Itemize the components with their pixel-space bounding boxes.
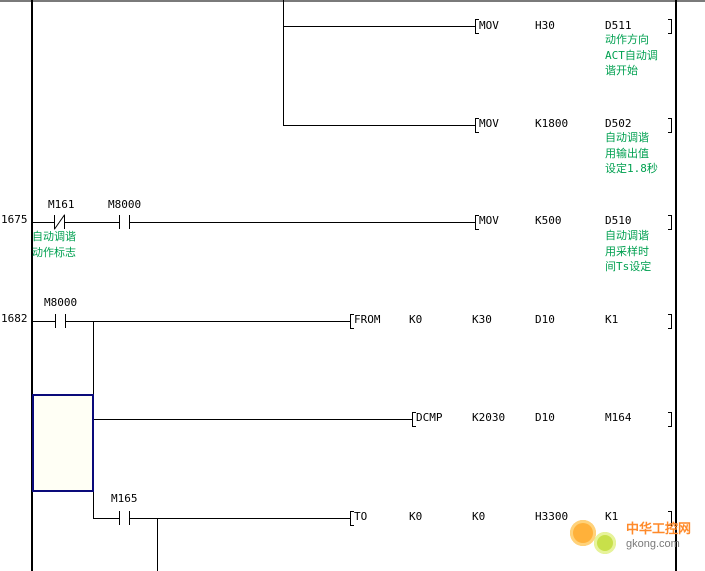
operand: K1	[605, 510, 619, 523]
device-comment: 自动调谐用输出值设定1.8秒	[605, 131, 658, 175]
contact-device: M8000	[108, 198, 142, 211]
operand: D511	[605, 19, 632, 32]
operand: K0	[472, 510, 486, 523]
contact-comment: 自动调谐动作标志	[32, 230, 76, 259]
operand: K500	[535, 214, 562, 227]
operand: H30	[535, 19, 555, 32]
instruction-open-bracket	[350, 511, 354, 526]
instruction-close-bracket	[668, 19, 672, 34]
branch-vertical	[157, 518, 158, 571]
operand: H3300	[535, 510, 569, 523]
contact-device: M161	[48, 198, 75, 211]
operand: K1	[605, 313, 619, 326]
contact-device: M8000	[44, 296, 78, 309]
rung-wire	[93, 419, 412, 420]
instruction-close-bracket	[668, 118, 672, 133]
operand: D10	[535, 411, 555, 424]
rung-wire	[283, 125, 475, 126]
rung-wire	[31, 222, 475, 223]
instruction-open-bracket	[475, 19, 479, 34]
normally-open-contact[interactable]	[119, 215, 131, 229]
device-comment: 自动调谐用采样时间Ts设定	[605, 229, 652, 273]
operand: K1800	[535, 117, 569, 130]
instruction-close-bracket	[668, 412, 672, 427]
operand: M164	[605, 411, 632, 424]
instruction-open-bracket	[475, 215, 479, 230]
instruction-mnemonic: MOV	[479, 117, 499, 130]
gear-icon	[570, 520, 596, 546]
rung-wire	[93, 518, 350, 519]
operand: K30	[472, 313, 492, 326]
normally-open-contact[interactable]	[55, 314, 67, 328]
top-border	[0, 0, 705, 2]
instruction-close-bracket	[668, 215, 672, 230]
instruction-mnemonic: FROM	[354, 313, 381, 326]
editor-cursor[interactable]	[32, 394, 94, 492]
operand: K0	[409, 510, 423, 523]
step-number: 1675	[1, 213, 28, 226]
instruction-close-bracket	[668, 511, 672, 526]
gear-icon	[594, 532, 616, 554]
instruction-mnemonic: MOV	[479, 214, 499, 227]
right-power-rail	[675, 0, 677, 571]
branch-vertical	[283, 0, 284, 126]
normally-open-contact[interactable]	[119, 511, 131, 525]
normally-closed-contact[interactable]	[53, 214, 66, 230]
operand: K0	[409, 313, 423, 326]
instruction-close-bracket	[668, 314, 672, 329]
left-power-rail	[31, 0, 33, 571]
contact-device: M165	[111, 492, 138, 505]
step-number: 1682	[1, 312, 28, 325]
rung-wire	[31, 321, 350, 322]
instruction-open-bracket	[475, 118, 479, 133]
operand: D510	[605, 214, 632, 227]
instruction-mnemonic: MOV	[479, 19, 499, 32]
operand: K2030	[472, 411, 506, 424]
operand: D502	[605, 117, 632, 130]
instruction-mnemonic: TO	[354, 510, 368, 523]
watermark-name: 中华工控网	[626, 522, 692, 537]
operand: D10	[535, 313, 555, 326]
instruction-open-bracket	[350, 314, 354, 329]
instruction-mnemonic: DCMP	[416, 411, 443, 424]
instruction-open-bracket	[412, 412, 416, 427]
watermark: 中华工控网 gkong.com	[568, 512, 698, 562]
rung-wire	[283, 26, 475, 27]
watermark-url: gkong.com	[626, 538, 680, 550]
